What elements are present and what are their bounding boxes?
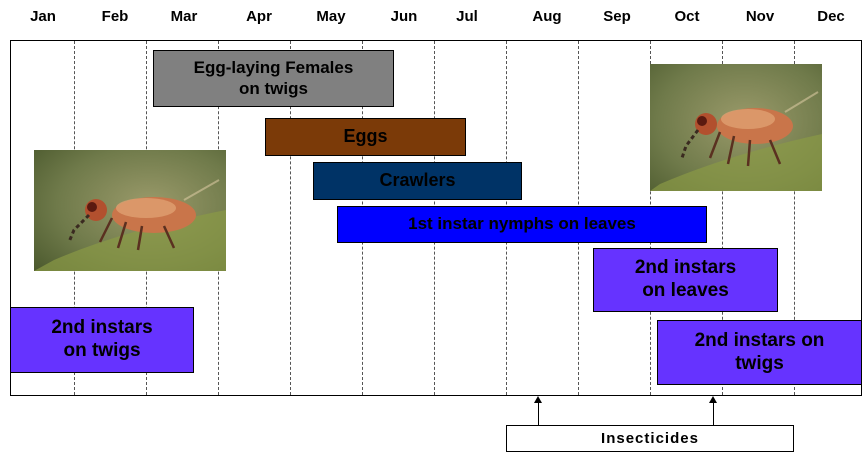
stage-egg-laying-females: Egg-laying Females on twigs [153,50,394,107]
month-dec: Dec [817,8,845,25]
month-sep: Sep [603,8,631,25]
insecticide-arrow-aug [538,402,539,425]
insect-photo-left [34,150,226,271]
stage-label: Crawlers [379,170,455,192]
month-nov: Nov [746,8,774,25]
insecticides-label: Insecticides [506,425,794,452]
month-jul: Jul [456,8,478,25]
stage-second-instars-twigs-early: 2nd instars on twigs [10,307,194,373]
stage-first-instar-nymphs: 1st instar nymphs on leaves [337,206,707,243]
stage-label: Eggs [343,126,387,148]
insecticide-arrowhead-aug [534,396,542,403]
month-mar: Mar [171,8,198,25]
month-aug: Aug [532,8,561,25]
stage-second-instars-twigs-late: 2nd instars on twigs [657,320,862,385]
stage-label-line1: 2nd instars on [695,330,825,353]
stage-second-instars-leaves: 2nd instars on leaves [593,248,778,312]
month-jan: Jan [30,8,56,25]
stage-label-line2: on twigs [63,340,140,363]
insecticide-arrow-oct [713,402,714,425]
insect-photo-right [650,64,822,191]
stage-label-line2: on leaves [642,280,729,303]
insecticides-text: Insecticides [601,430,699,447]
month-jun: Jun [391,8,418,25]
stage-label-line1: 2nd instars [635,257,736,280]
stage-eggs: Eggs [265,118,466,156]
month-feb: Feb [102,8,129,25]
month-oct: Oct [674,8,699,25]
stage-crawlers: Crawlers [313,162,522,200]
month-may: May [316,8,345,25]
month-apr: Apr [246,8,272,25]
stage-label-line2: on twigs [239,79,308,99]
stage-label-line1: Egg-laying Females [194,58,354,78]
insecticide-arrowhead-oct [709,396,717,403]
stage-label-line2: twigs [735,353,784,376]
stage-label-line1: 2nd instars [51,317,152,340]
stage-label: 1st instar nymphs on leaves [408,214,636,234]
